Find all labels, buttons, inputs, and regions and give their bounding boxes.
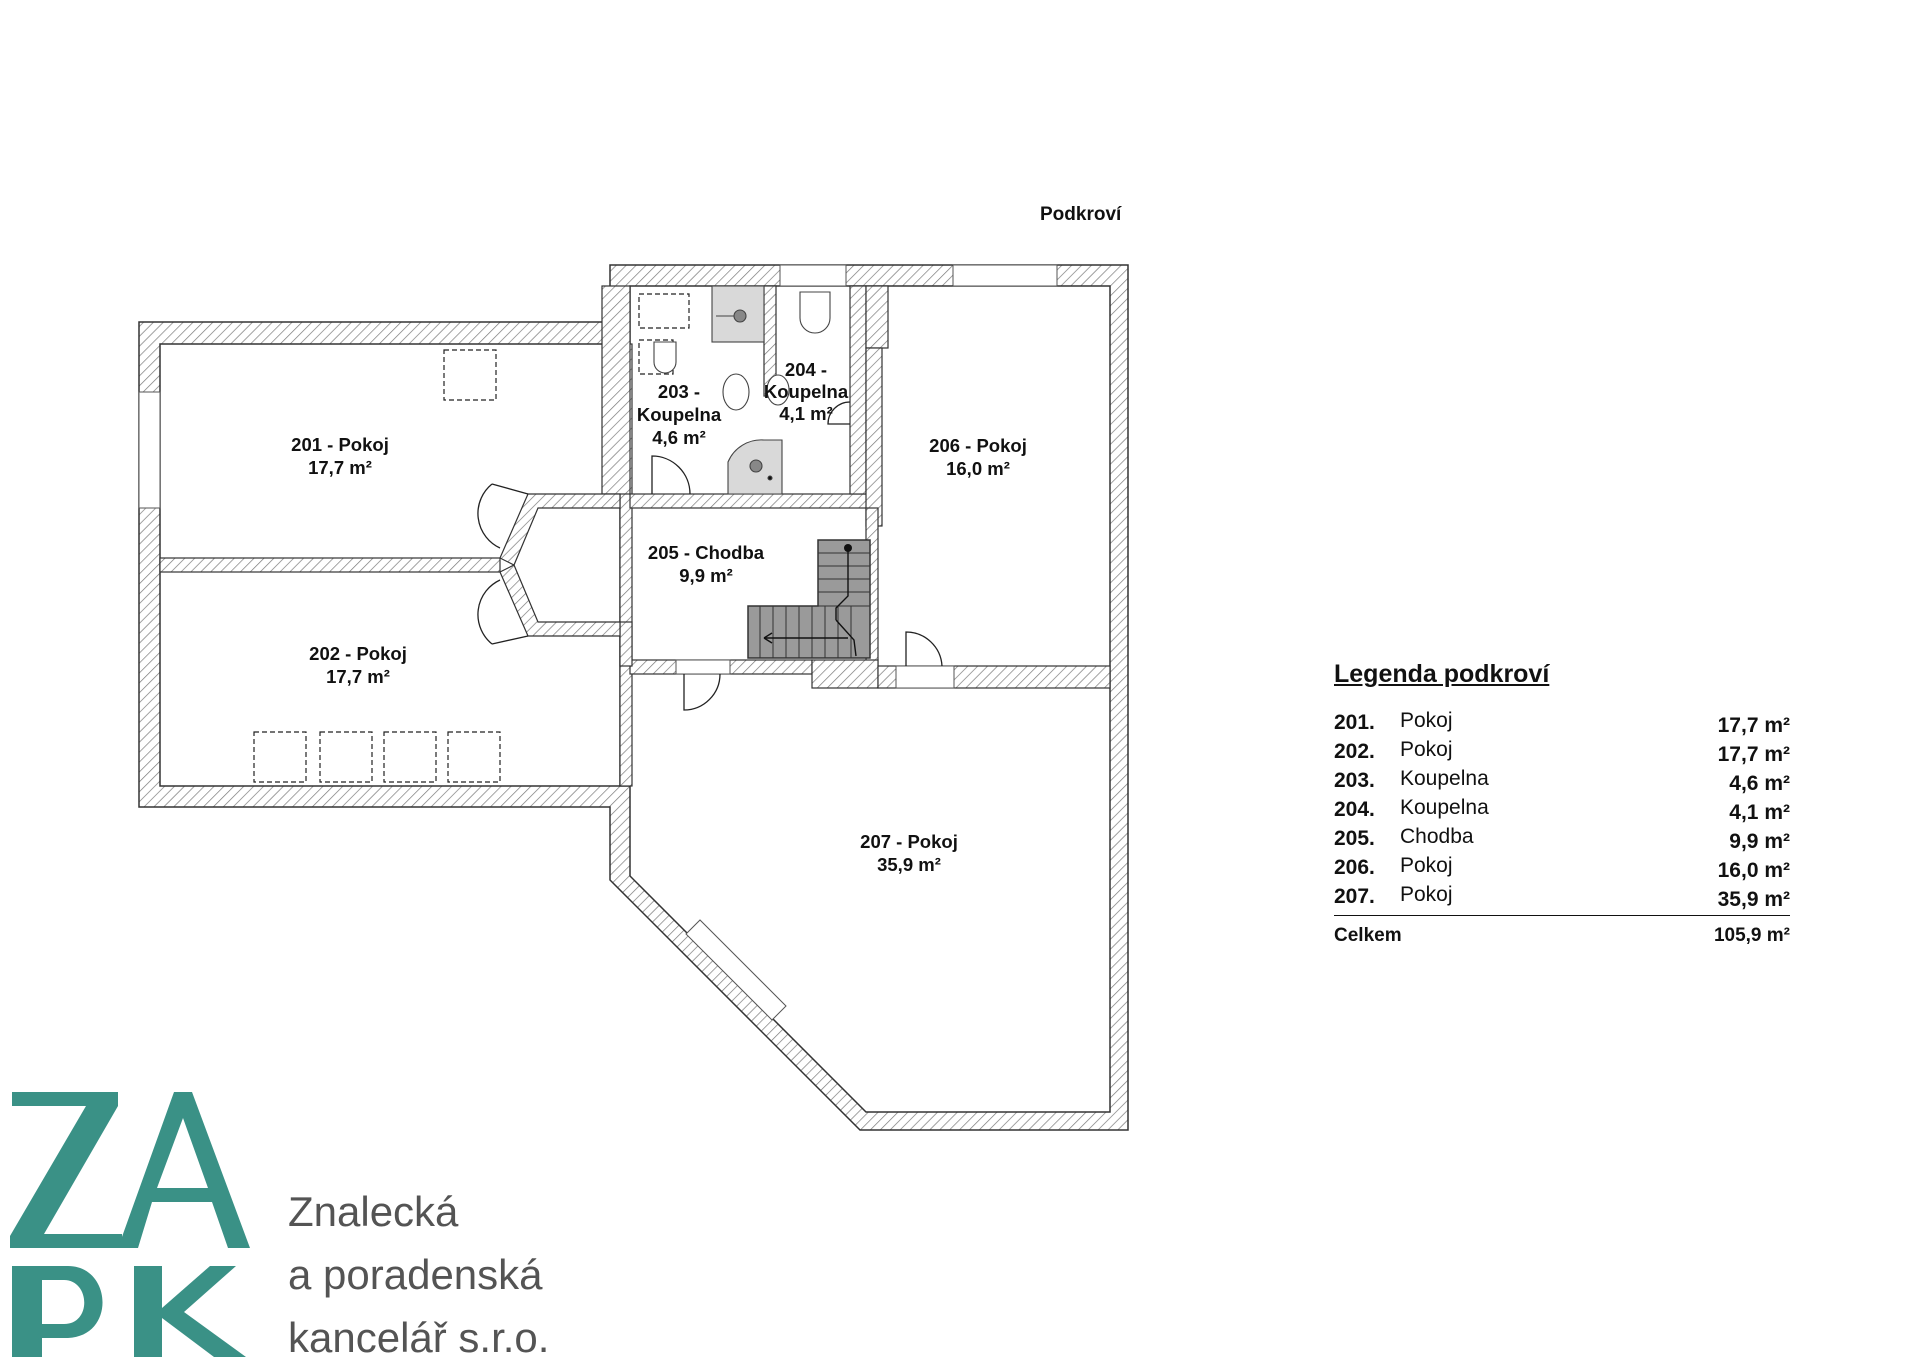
room-203-label-line2: Koupelna (637, 404, 722, 425)
legend-room-number: 201. (1334, 711, 1375, 734)
room-203-label-line1: 203 - (658, 381, 700, 402)
legend-room-area: 4,1 m² (1729, 801, 1790, 824)
legend-room-name: Pokoj (1400, 738, 1453, 761)
skylights (253, 293, 690, 783)
legend-total-row: Celkem 105,9 m² (1334, 915, 1790, 950)
legend-room-area: 35,9 m² (1717, 888, 1790, 911)
legend-room-area: 9,9 m² (1729, 830, 1790, 853)
room-202-label: 202 - Pokoj (309, 643, 407, 664)
company-name-line: a poradenská (288, 1251, 543, 1298)
legend-row: 205. Chodba 9,9 m² (1334, 825, 1790, 856)
room-202-area: 17,7 m² (326, 666, 390, 687)
room-204-label-line2: Koupelna (764, 381, 849, 402)
legend: Legenda podkroví 201. Pokoj 17,7 m² 202.… (1334, 660, 1790, 950)
company-name-line: kancelář s.r.o. (288, 1314, 550, 1361)
room-labels: 201 - Pokoj 17,7 m² 202 - Pokoj 17,7 m² … (291, 359, 1027, 875)
outer-walls (138, 264, 1129, 1131)
legend-total-area: 105,9 m² (1713, 925, 1790, 946)
room-207-label: 207 - Pokoj (860, 831, 958, 852)
room-201-label: 201 - Pokoj (291, 434, 389, 455)
interior-walls (159, 285, 1111, 787)
legend-row: 203. Koupelna 4,6 m² (1334, 767, 1790, 798)
windows (138, 264, 1058, 1021)
legend-room-area: 16,0 m² (1717, 859, 1790, 882)
legend-row: 201. Pokoj 17,7 m² (1334, 709, 1790, 740)
sanitary-fixtures (653, 285, 831, 495)
room-204-label-line1: 204 - (785, 359, 827, 380)
legend-title: Legenda podkroví (1334, 660, 1550, 688)
room-201-area: 17,7 m² (308, 457, 372, 478)
legend-room-area: 17,7 m² (1717, 714, 1790, 737)
floor-title: Podkroví (1040, 204, 1122, 225)
room-204-area: 4,1 m² (779, 403, 832, 424)
legend-room-name: Chodba (1400, 825, 1474, 848)
legend-room-name: Pokoj (1400, 854, 1453, 877)
legend-row: 206. Pokoj 16,0 m² (1334, 854, 1790, 885)
room-203-area: 4,6 m² (652, 427, 705, 448)
legend-room-number: 205. (1334, 827, 1375, 850)
legend-room-number: 206. (1334, 856, 1375, 879)
company-name-line: Znalecká (288, 1188, 459, 1235)
room-205-label: 205 - Chodba (648, 542, 765, 563)
legend-room-name: Pokoj (1400, 709, 1453, 732)
legend-room-number: 207. (1334, 885, 1375, 908)
legend-room-name: Koupelna (1400, 767, 1489, 790)
legend-room-number: 204. (1334, 798, 1375, 821)
legend-room-area: 17,7 m² (1717, 743, 1790, 766)
company-name: Znalecká a poradenská kancelář s.r.o. (288, 1180, 549, 1369)
legend-total-label: Celkem (1334, 925, 1402, 946)
room-205-area: 9,9 m² (679, 565, 732, 586)
doors (477, 401, 943, 711)
legend-room-name: Koupelna (1400, 796, 1489, 819)
stairs (747, 539, 871, 659)
legend-row: 202. Pokoj 17,7 m² (1334, 738, 1790, 769)
legend-room-name: Pokoj (1400, 883, 1453, 906)
room-206-area: 16,0 m² (946, 458, 1010, 479)
legend-room-area: 4,6 m² (1729, 772, 1790, 795)
legend-row: 204. Koupelna 4,1 m² (1334, 796, 1790, 827)
legend-room-number: 203. (1334, 769, 1375, 792)
legend-row: 207. Pokoj 35,9 m² (1334, 883, 1790, 914)
room-207-area: 35,9 m² (877, 854, 941, 875)
legend-room-number: 202. (1334, 740, 1375, 763)
room-206-label: 206 - Pokoj (929, 435, 1027, 456)
zapk-logo (10, 1092, 250, 1357)
